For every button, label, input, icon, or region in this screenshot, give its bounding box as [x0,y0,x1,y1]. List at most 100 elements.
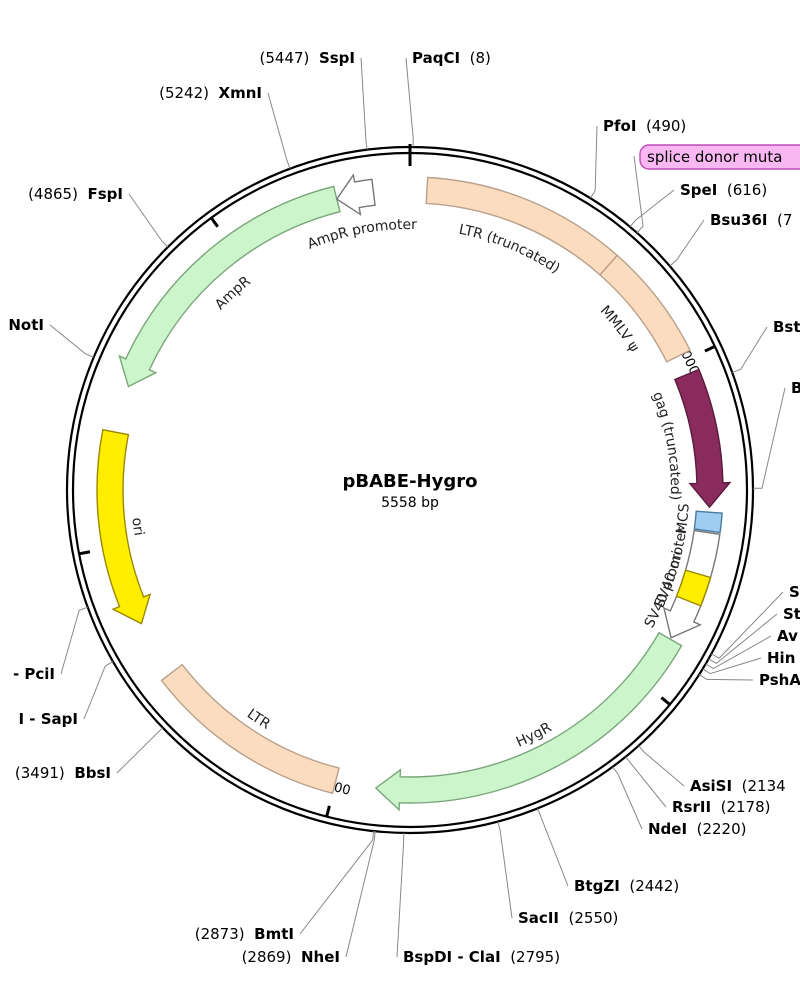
site-label: (2873) BmtI [195,925,294,943]
feature-mcs [693,510,723,534]
site-pcii: - PciI [13,665,55,683]
site-position: (490) [646,117,686,135]
feature-hygr [374,631,683,812]
site-psha: PshA [759,671,800,689]
site-noti: NotI [8,316,44,334]
site-leader-line [752,387,786,489]
site-label: NdeI (2220) [648,820,746,838]
site-label: I - SapI [19,710,79,728]
site-leader-line [732,326,768,373]
site-name: RsrII [672,798,711,816]
site-position: (7 [777,211,792,229]
site-name: BspDI - ClaI [403,948,501,966]
site-leader-line [612,766,643,830]
site-position: (2795) [510,948,560,966]
site-leader-lines [49,57,786,958]
site-name: NotI [8,316,44,334]
site-btgzi: BtgZI (2442) [574,877,679,895]
site-name: Bsu36I [710,211,768,229]
site-label: St [783,605,800,623]
site-fspi: (4865) FspI [28,185,123,203]
site-position: (3491) [15,764,65,782]
site-leader-line [49,324,94,358]
site-label: Bst [773,318,800,336]
site-leader-line [116,727,164,774]
site-bmti: (2873) BmtI [195,925,294,943]
site-sacii: SacII (2550) [518,909,618,927]
site-name: PshA [759,671,800,689]
site-label: AsiSI (2134 [690,777,786,795]
feature-label-mcs: MCS [674,503,693,535]
site-name: B [791,379,800,397]
site-hin: Hin [767,649,795,667]
site-leader-line [669,219,705,267]
site-leader-line [629,189,675,228]
site-label: PfoI (490) [603,117,686,135]
site-leader-line [590,125,598,199]
site-leader-line [711,591,784,659]
site-leader-line [405,57,414,148]
splice-donor-box [639,144,800,170]
site-name: BmtI [254,925,294,943]
site-name: XmnI [219,84,262,102]
site-name: - PciI [13,665,55,683]
feature-ampr-promoter [335,173,376,216]
site-name: BbsI [74,764,111,782]
site-leader-line [625,756,667,808]
site-label: (5447) SspI [260,49,356,67]
feature-gag-truncated [673,368,732,509]
site-name: PfoI [603,117,636,135]
site-label: (2869) NheI [242,948,340,966]
site-leader-line [633,155,644,234]
site-leader-line [267,92,291,169]
site-leader-line [708,613,778,664]
site-bbsi: (3491) BbsI [15,764,111,782]
site-label: NotI [8,316,44,334]
site-av: Av [777,627,798,645]
site-name: S [789,583,800,601]
site-label: (5242) XmnI [159,84,262,102]
site-label: PshA [759,671,800,689]
site-label: S [789,583,800,601]
feature-mmlv-psi [599,254,691,363]
site-nhei: (2869) NheI [242,948,340,966]
site-bst: Bst [773,318,800,336]
site-name: SpeI [680,181,717,199]
tick-mark [210,216,219,228]
site-position: (2550) [569,909,619,927]
site-label: RsrII (2178) [672,798,770,816]
site-label: (4865) FspI [28,185,123,203]
site-leader-line [299,831,375,935]
site-leader-line [497,821,513,919]
site-position: (5242) [159,84,209,102]
site-asisi: AsiSI (2134 [690,777,786,795]
site-leader-line [60,606,88,675]
feature-label-ori: ori [128,517,146,537]
site-name: Hin [767,649,795,667]
site-position: (8) [470,49,491,67]
site-leader-line [537,808,569,887]
site-label: BspDI - ClaI (2795) [403,948,560,966]
site-st: St [783,605,800,623]
site-leader-line [705,635,772,670]
site-name: I - SapI [19,710,79,728]
site-i-sapi: I - SapI [19,710,79,728]
site-name: SspI [319,49,355,67]
feature-label-ampr: AmpR [212,273,254,313]
site-rsrii: RsrII (2178) [672,798,770,816]
site-position: (2873) [195,925,245,943]
site-leader-line [360,57,368,150]
feature-ltr [160,663,340,795]
site-name: NdeI [648,820,687,838]
site-name: NheI [301,948,340,966]
site-name: St [783,605,800,623]
site-leader-line [396,832,405,958]
site-label: SpeI (616) [680,181,767,199]
feature-ori [96,428,152,625]
plasmid-backbone [65,144,755,835]
site-label: - PciI [13,665,55,683]
site-leader-line [702,657,762,675]
tick-mark [78,550,91,556]
